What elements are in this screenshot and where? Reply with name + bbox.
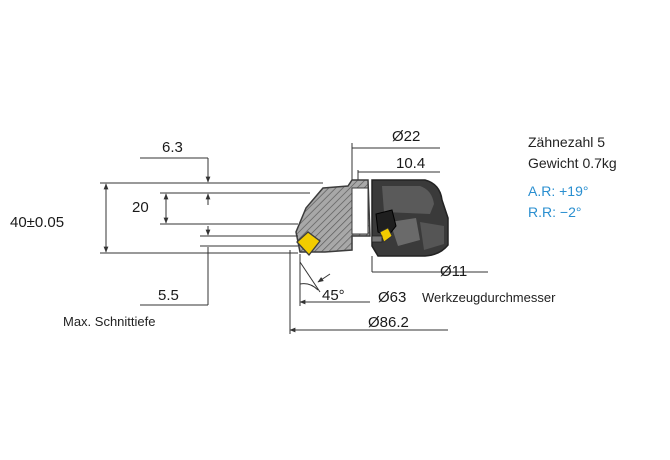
dimension-lines	[100, 143, 488, 334]
thread-diameter-label: Ø11	[440, 263, 467, 280]
max-depth-caption: Max. Schnittiefe	[63, 314, 156, 329]
body-step-label: 20	[132, 199, 149, 216]
cutting-insert	[296, 231, 321, 257]
cutter-body	[295, 179, 449, 257]
specs-block: Zähnezahl 5 Gewicht 0.7kg A.R: +19° R.R:…	[528, 134, 617, 220]
dimension-labels: Ø22 10.4 6.3 20 40±0.05 5.5 Max. Schnitt…	[10, 128, 556, 331]
bore-diameter-label: Ø22	[392, 128, 420, 145]
axial-rake: A.R: +19°	[528, 183, 588, 199]
weight: Gewicht 0.7kg	[528, 155, 617, 171]
height-label: 40±0.05	[10, 214, 64, 231]
bore-gap	[351, 187, 369, 235]
flute-highlight-2	[420, 222, 444, 250]
approach-angle-label: 45°	[322, 287, 345, 304]
clamp-screw	[371, 235, 383, 243]
flute-highlight-3	[390, 218, 420, 246]
cutting-diameter-caption: Werkzeugdurchmesser	[422, 290, 556, 305]
keyway-width-label: 10.4	[396, 155, 425, 172]
radial-rake: R.R: −2°	[528, 204, 581, 220]
teeth-count: Zähnezahl 5	[528, 134, 605, 150]
face-offset-label: 6.3	[162, 139, 183, 156]
max-depth-label: 5.5	[158, 287, 179, 304]
flute-highlight-1	[382, 186, 434, 214]
right-insert	[379, 227, 393, 243]
right-pocket	[375, 209, 397, 237]
cutting-diameter-label: Ø63	[378, 289, 406, 306]
insert-shape	[296, 231, 321, 257]
outer-diameter-label: Ø86.2	[368, 314, 409, 331]
